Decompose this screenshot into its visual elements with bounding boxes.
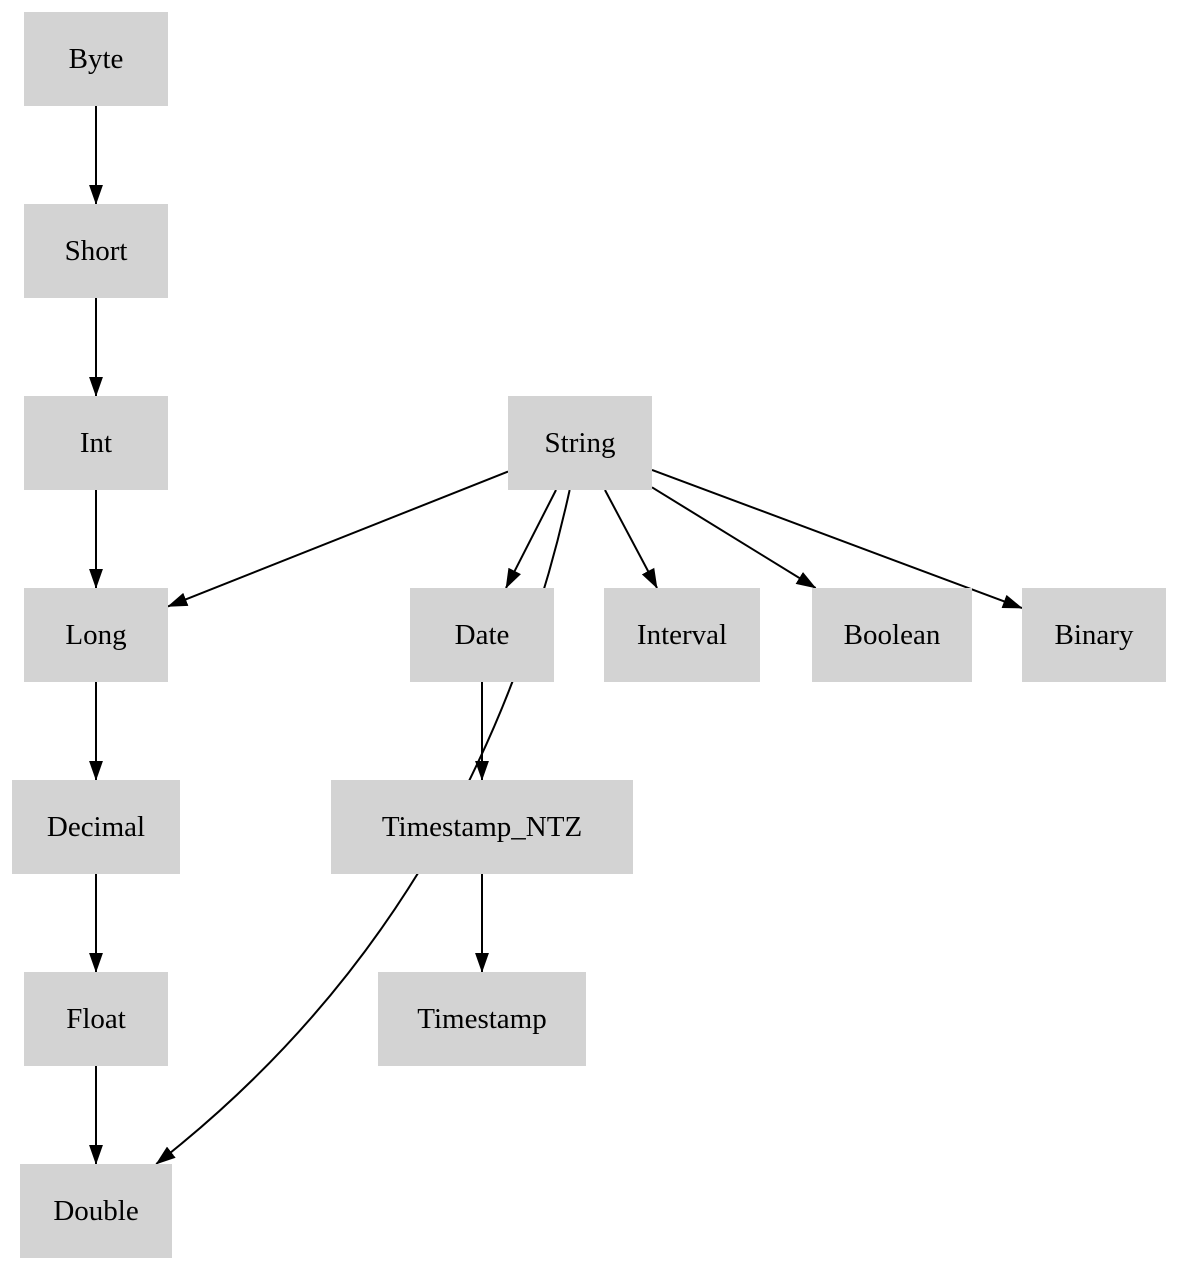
edge-string-to-date [505, 489, 557, 589]
node-boolean: Boolean [812, 588, 972, 682]
node-int: Int [24, 396, 168, 490]
node-binary: Binary [1022, 588, 1166, 682]
node-short: Short [24, 204, 168, 298]
node-timestamp: Timestamp [378, 972, 586, 1066]
node-string: String [508, 396, 652, 490]
node-float: Float [24, 972, 168, 1066]
node-byte: Byte [24, 12, 168, 106]
node-long: Long [24, 588, 168, 682]
node-timestamp-ntz: Timestamp_NTZ [331, 780, 633, 874]
node-double: Double [20, 1164, 172, 1258]
edge-string-to-interval [604, 489, 658, 589]
node-date: Date [410, 588, 554, 682]
node-interval: Interval [604, 588, 760, 682]
node-decimal: Decimal [12, 780, 180, 874]
edge-string-to-boolean [651, 486, 817, 589]
edge-string-to-long [167, 470, 509, 608]
